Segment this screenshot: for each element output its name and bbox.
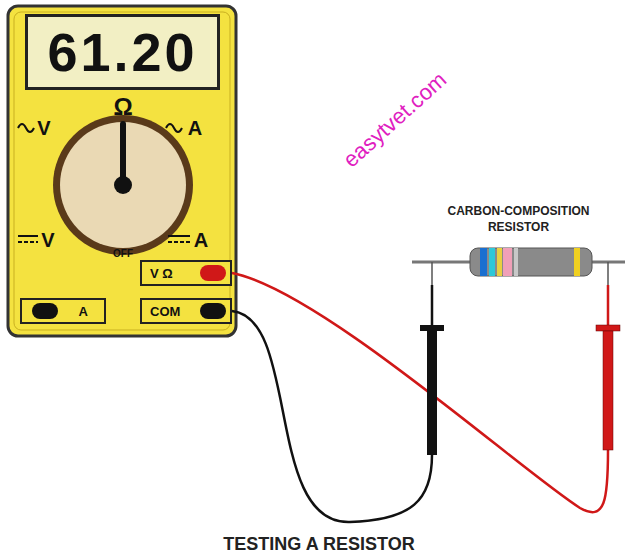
node-text: 61.20 [47,21,197,83]
terminal-port: COM [140,298,232,324]
test-lead [232,285,432,522]
caption: TESTING A RESISTOR [223,534,414,555]
node-text: V Ω [150,266,173,281]
dc-symbol [18,235,38,237]
resistor-body [470,248,592,276]
node-text: COM [150,304,180,319]
resistor-group: CARBON-COMPOSITION RESISTOR [412,203,625,285]
dc-symbol [168,235,190,237]
ac-symbol [18,124,34,132]
jack-socket [200,265,226,281]
color-band [503,248,512,276]
dc-symbol [168,241,190,243]
probe-guard [596,325,620,331]
range-label: V [41,229,54,252]
color-band [480,248,487,276]
color-band [514,248,518,276]
range-label: A [188,117,202,140]
color-band [574,248,580,276]
terminal-port: A [20,298,106,324]
probe-handle [427,331,437,455]
off-label: OFF [113,248,133,259]
meter-body [8,6,236,336]
color-band [497,248,502,276]
jack-socket [200,303,226,319]
ohm-symbol: Ω [113,93,132,121]
watermark: easytvet.com [338,67,452,173]
dial-pointer [120,124,126,185]
test-lead [232,273,608,512]
probe-handle [603,331,613,450]
dc-symbol [18,241,38,243]
jack-socket [32,303,58,319]
node-text: CARBON-COMPOSITION RESISTOR [439,203,599,235]
range-label: V [37,117,50,140]
dial-face [60,122,186,248]
display-screen: 61.20 [25,14,220,90]
probe-guard [420,325,444,331]
terminal-port: V Ω [140,260,232,286]
range-label: A [194,229,208,252]
node-text: A [79,304,88,319]
ac-symbol [166,124,182,132]
color-band [489,248,495,276]
dial-ring [53,115,193,255]
dial-hub [114,176,132,194]
